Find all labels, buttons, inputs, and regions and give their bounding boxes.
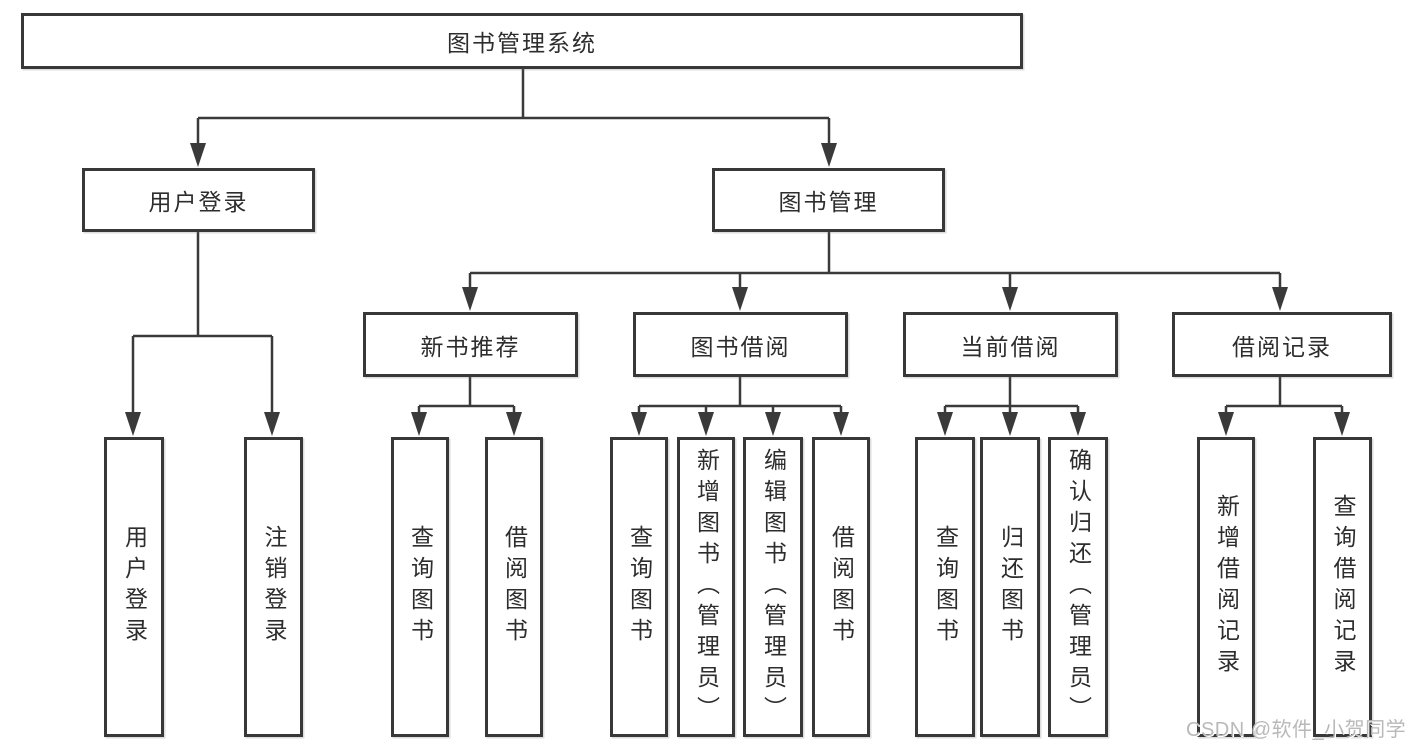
- node-user-login: 用户登录: [82, 168, 315, 232]
- node-book-management: 图书管理: [712, 168, 945, 232]
- node-current-borrowing: 当前借阅: [903, 312, 1118, 377]
- leaf-borrow-books-recommend: 借阅图书: [485, 437, 543, 737]
- leaf-borrow-books-borrowing: 借阅图书: [812, 437, 870, 737]
- node-library-system: 图书管理系统: [21, 13, 1023, 69]
- node-borrowing-records: 借阅记录: [1172, 312, 1392, 377]
- leaf-return-book: 归还图书: [980, 437, 1040, 737]
- leaf-query-books-borrowing: 查询图书: [610, 437, 668, 737]
- node-book-borrowing: 图书借阅: [633, 312, 848, 377]
- leaf-confirm-return-admin: 确认归还（管理员）: [1048, 437, 1108, 737]
- leaf-edit-book-admin: 编辑图书（管理员）: [743, 437, 803, 737]
- leaf-query-books-current: 查询图书: [915, 437, 975, 737]
- leaf-add-book-admin: 新增图书（管理员）: [677, 437, 735, 737]
- leaf-add-borrow-record: 新增借阅记录: [1197, 437, 1255, 737]
- leaf-query-borrow-record: 查询借阅记录: [1313, 437, 1372, 737]
- leaf-user-login: 用户登录: [104, 437, 164, 737]
- csdn-watermark: CSDN @软件_小贺同学: [1186, 719, 1405, 741]
- node-new-book-recommend: 新书推荐: [363, 312, 578, 377]
- leaf-query-books-recommend: 查询图书: [391, 437, 449, 737]
- leaf-logout: 注销登录: [244, 437, 303, 737]
